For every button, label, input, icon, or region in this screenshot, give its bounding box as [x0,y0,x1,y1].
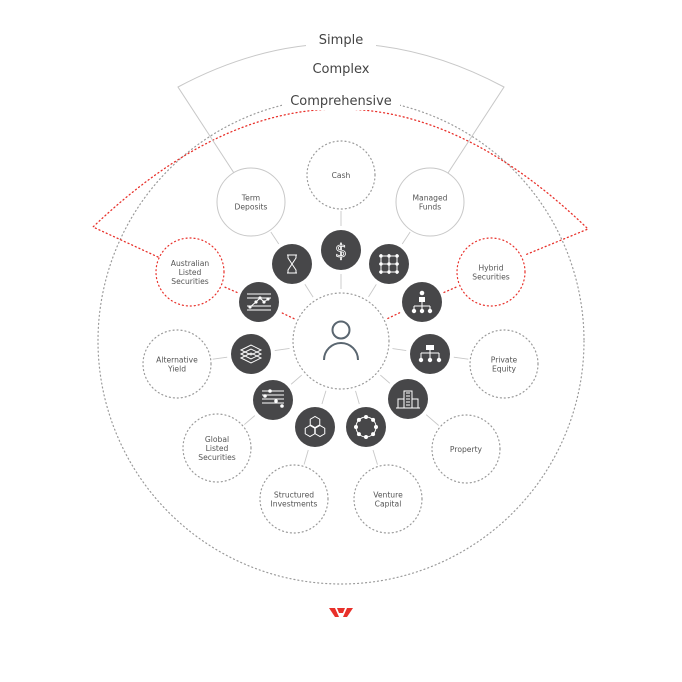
asset-label: Property [450,445,483,454]
hourglass-icon [272,244,312,284]
connector-line [368,284,377,298]
band-label-comprehensive: Comprehensive [290,94,392,109]
asset-node-cash: Cash [306,140,376,210]
person-icon [323,320,359,361]
asset-label: Structured [274,491,314,500]
center-circle [292,292,390,390]
asset-circle [469,329,539,399]
asset-label: Deposits [235,203,268,212]
connector-line [387,311,402,320]
icon-badge [231,334,271,374]
asset-label: Australian [171,259,210,268]
building-icon [388,379,428,419]
connector-line [453,356,469,360]
connector-line [303,449,309,465]
asset-label: Global [205,435,229,444]
asset-label: Securities [198,453,235,462]
asset-label: Managed [413,194,448,203]
asset-label: Alternative [156,356,198,365]
asset-circle [259,464,329,534]
asset-node-property: Property [431,414,501,484]
connector-line [280,311,295,320]
icon-badge [321,230,361,270]
sliders-icon [253,380,293,420]
asset-label: Funds [419,203,441,212]
asset-circle [155,237,225,307]
connector-line [425,414,440,426]
connector-line [392,348,407,351]
asset-label: Capital [375,500,402,509]
band-label-simple: Simple [319,33,363,48]
asset-label: Listed [206,444,229,453]
asset-circle [395,167,465,237]
asset-circle [182,413,252,483]
connector-line [355,390,360,405]
connector-line [401,231,411,245]
asset-label: Hybrid [478,264,503,273]
asset-label: Investments [271,500,318,509]
asset-label: Term [241,194,260,203]
connector-line [321,390,327,405]
asset-label: Securities [472,273,509,282]
network-ring-icon [346,407,386,447]
connector-line [380,374,391,384]
asset-circle [353,464,423,534]
connector-line [222,285,238,294]
asset-label: Venture [373,491,403,500]
hexagons-icon [295,407,335,447]
connector-line [290,374,303,385]
dollar-icon: $ [321,230,361,270]
asset-circle [306,140,376,210]
connector-line [274,347,290,352]
icon-badge [253,380,293,420]
asset-circle [216,167,286,237]
asset-circle [456,237,526,307]
org-chart-icon [402,282,442,322]
connector-line [212,356,228,360]
svg-text:$: $ [335,240,347,262]
connector-line [244,415,256,425]
grid-icon [369,244,409,284]
connector-line [372,449,378,465]
connector-line [304,284,314,298]
asset-circle [431,414,501,484]
asset-circle [142,329,212,399]
connector-line [270,231,280,245]
connector-line [443,285,459,294]
asset-label: Yield [167,365,186,374]
layers-icon [231,334,271,374]
icon-badge [346,407,386,447]
westpac-logo [329,608,353,617]
asset-label: Cash [332,171,351,180]
asset-label: Equity [492,365,517,374]
icon-badge [239,282,279,322]
asset-label: Private [491,356,518,365]
asset-label: Securities [171,277,208,286]
line-chart-icon [239,282,279,322]
asset-label: Listed [179,268,202,277]
band-label-complex: Complex [312,62,369,77]
hierarchy-icon [410,334,450,374]
